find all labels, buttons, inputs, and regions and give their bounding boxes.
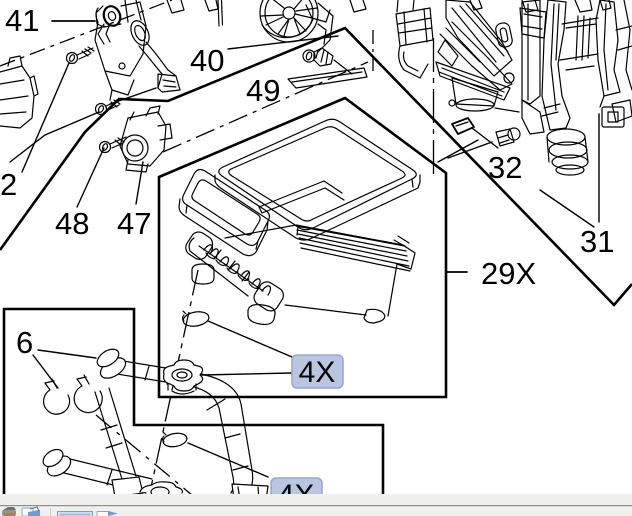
svg-text:31: 31: [580, 224, 614, 259]
svg-text:2: 2: [0, 167, 17, 202]
svg-text:29X: 29X: [481, 256, 536, 291]
svg-text:4X: 4X: [299, 356, 336, 389]
svg-text:49: 49: [246, 73, 280, 108]
svg-text:6: 6: [16, 325, 33, 360]
svg-text:32: 32: [488, 150, 522, 185]
svg-text:48: 48: [55, 206, 89, 241]
svg-text:40: 40: [190, 43, 224, 78]
svg-text:47: 47: [117, 206, 151, 241]
svg-text:41: 41: [5, 3, 39, 38]
